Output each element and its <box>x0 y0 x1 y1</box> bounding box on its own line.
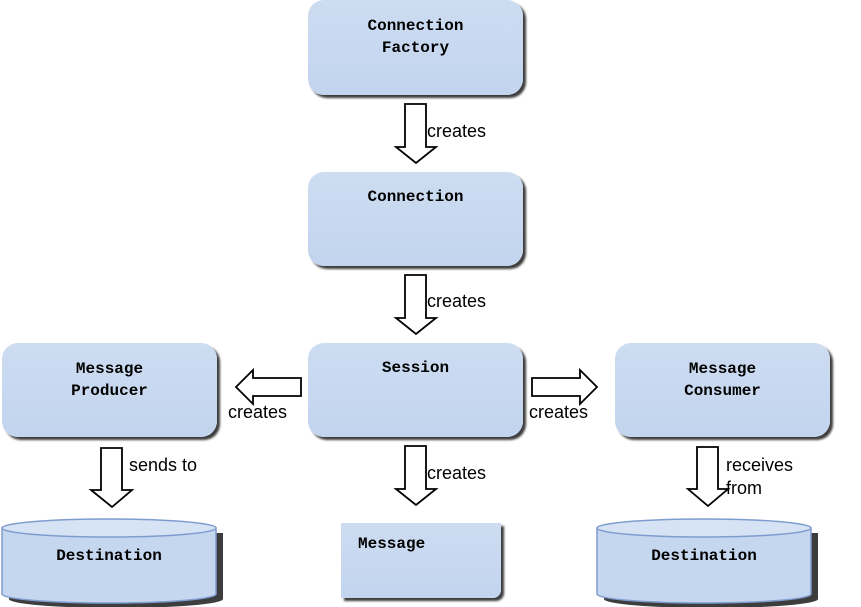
edge-label-session-to-consumer: creates <box>529 402 589 422</box>
message-consumer-node: Message Consumer <box>615 343 830 437</box>
edge-label-factory-to-connection: creates <box>427 121 487 141</box>
connection-factory-line2: Factory <box>381 39 450 57</box>
connection-factory-node: Connection Factory <box>308 0 523 95</box>
edge-label-session-to-producer: creates <box>228 402 288 422</box>
destination-left-label: Destination <box>56 547 162 565</box>
session-node: Session <box>308 343 523 437</box>
message-producer-line2: Producer <box>71 382 148 400</box>
arrow-producer-to-destination <box>88 447 135 509</box>
edge-label-from: from <box>726 478 762 498</box>
arrow-connection-to-session <box>393 274 439 336</box>
arrow-factory-to-connection <box>393 103 439 165</box>
message-consumer-line1: Message <box>688 360 757 378</box>
message-node: Message <box>341 523 501 598</box>
message-producer-line1: Message <box>75 360 144 378</box>
edge-label-connection-to-session: creates <box>427 291 487 311</box>
message-label: Message <box>358 535 426 553</box>
arrow-session-to-consumer <box>531 367 599 407</box>
connection-node: Connection <box>308 172 523 266</box>
edge-label-session-to-message: creates <box>427 463 487 483</box>
destination-right-label: Destination <box>651 547 757 565</box>
arrow-session-to-message <box>393 445 439 507</box>
destination-left-cylinder <box>1 518 223 607</box>
destination-right-cylinder <box>596 518 818 607</box>
edge-label-producer-to-destination: sends to <box>129 455 198 475</box>
edge-label-receives: receives <box>726 455 794 475</box>
session-label: Session <box>381 359 450 377</box>
message-producer-node: Message Producer <box>2 343 217 437</box>
connection-label: Connection <box>367 188 464 206</box>
arrow-session-to-producer <box>234 367 302 407</box>
arrow-destination-to-consumer <box>685 446 731 508</box>
message-consumer-line2: Consumer <box>684 382 761 400</box>
connection-factory-line1: Connection <box>367 17 464 35</box>
